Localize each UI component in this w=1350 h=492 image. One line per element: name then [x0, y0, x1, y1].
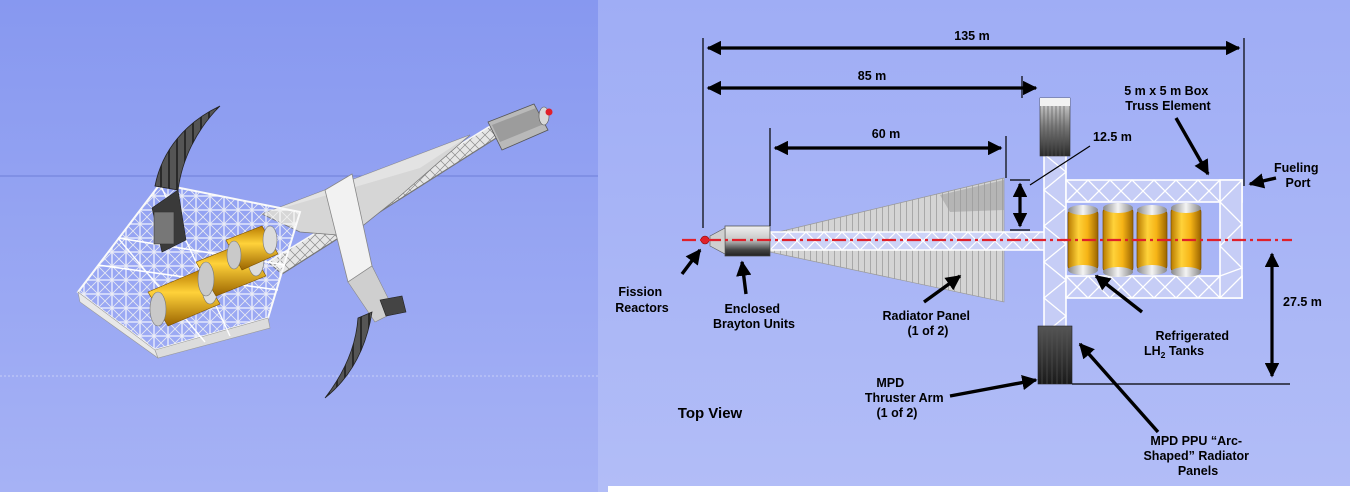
arrow-lh2-tanks: [1094, 274, 1144, 314]
dim-label-12-5m: 12.5 m: [1093, 130, 1132, 144]
perspective-reactor-can: [487, 103, 553, 151]
perspective-lh2-tanks: [147, 225, 279, 327]
ppu-radiator-lower: [1037, 325, 1073, 385]
dim-label-85m: 85 m: [858, 69, 887, 83]
dim-label-60m: 60 m: [872, 127, 901, 141]
label-box-truss: 5 m x 5 m Box Truss Element: [1124, 84, 1212, 113]
view-title: Top View: [678, 405, 743, 422]
thruster-arm-truss: [1042, 153, 1068, 335]
dim-label-27-5m: 27.5 m: [1283, 295, 1322, 309]
perspective-box-truss: [76, 182, 302, 359]
label-radiator-panel: Radiator Panel (1 of 2): [882, 309, 973, 338]
label-brayton-units: Enclosed Brayton Units: [713, 302, 795, 331]
top-view-panel: 135 m 85 m 60 m 12.5 m 27.5 m Fission Re…: [598, 0, 1350, 492]
lh2-tank: [1136, 205, 1168, 275]
perspective-arc-radiator-upper: [151, 105, 221, 253]
label-ppu-radiator: MPD PPU “Arc- Shaped” Radiator Panels: [1143, 434, 1252, 478]
perspective-arc-radiator-lower: [324, 295, 407, 399]
arrow-brayton-units: [736, 260, 752, 295]
callout-arrows: [680, 117, 1277, 434]
dim-label-135m: 135 m: [954, 29, 989, 43]
ppu-radiator-upper: [1039, 97, 1071, 157]
label-fueling-port: Fueling Port: [1274, 161, 1322, 190]
dimension-lines: [702, 38, 1290, 385]
label-lh2-tanks: Refrigerated LH2 Tanks: [1144, 329, 1233, 360]
arrow-box-truss: [1174, 117, 1210, 176]
box-truss-element: [1065, 179, 1244, 299]
label-thruster-arm: MPD Thruster Arm (1 of 2): [865, 376, 947, 420]
arrow-ppu-radiator: [1078, 342, 1160, 434]
arrow-fueling-port: [1248, 173, 1277, 189]
arrow-thruster-arm: [949, 374, 1038, 398]
arrow-fission-reactors: [680, 248, 702, 276]
label-fission-reactors: Fission Reactors: [615, 285, 669, 315]
arrow-radiator-panel: [923, 274, 962, 304]
perspective-view: [0, 0, 598, 492]
